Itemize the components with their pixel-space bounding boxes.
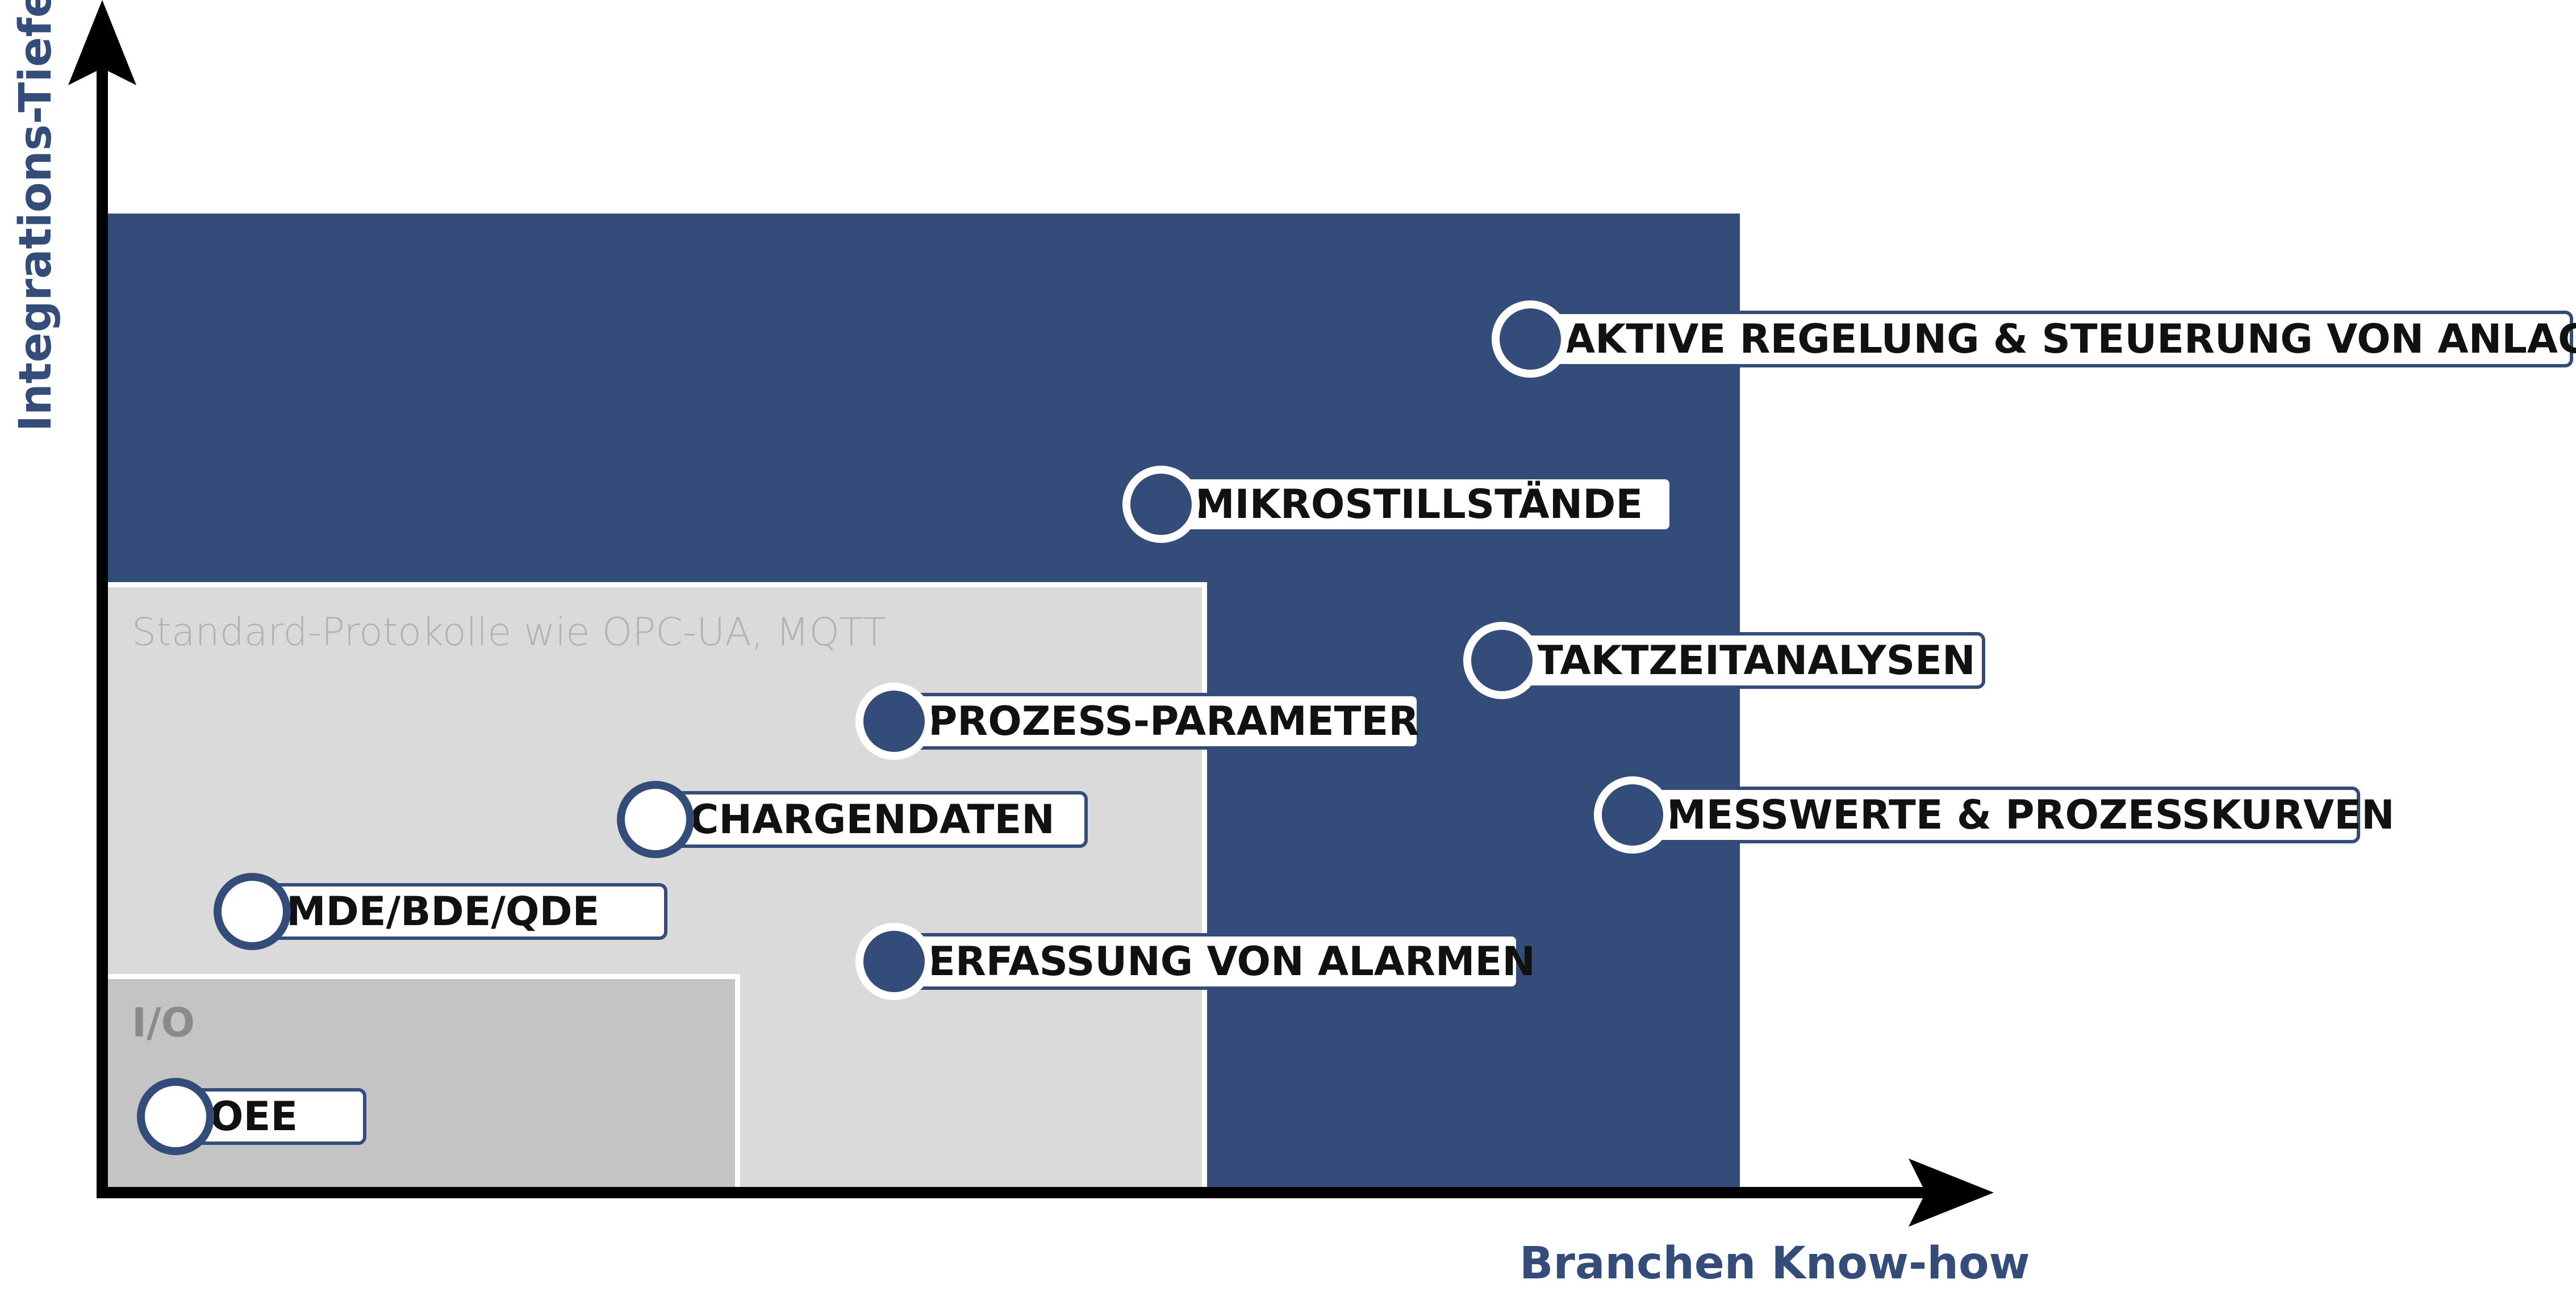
node-label: AKTIVE REGELUNG & STEUERUNG VON ANLAGEN: [1500, 311, 2576, 367]
node-label: MESSWERTE & PROZESSKURVEN: [1602, 787, 2395, 843]
y-axis-title: Integrations-Tiefe: [10, 0, 61, 432]
node-circle-icon: [1492, 300, 1569, 378]
io-label: I/O: [132, 1000, 195, 1046]
node-circle-icon: [1463, 622, 1540, 699]
node-circle-icon: [855, 683, 933, 760]
node-circle-icon: [1594, 776, 1671, 854]
node-circle-icon: [855, 923, 933, 1000]
node-circle-icon: [617, 781, 694, 858]
node-circle-icon: [214, 873, 291, 950]
node-label: PROZESS-PARAMETER: [863, 693, 1420, 750]
node-label: CHARGENDATEN: [625, 791, 1088, 848]
node-label: ERFASSUNG VON ALARMEN: [863, 933, 1535, 990]
x-axis-arrow-icon: [1909, 1159, 1994, 1227]
node-label: MDE/BDE/QDE: [222, 883, 667, 940]
node-label: MIKROSTILLSTÄNDE: [1130, 476, 1673, 533]
x-axis-title: Branchen Know-how: [1519, 1238, 2030, 1289]
zone-io: [102, 974, 740, 1187]
node-circle-icon: [137, 1078, 214, 1155]
y-axis-arrow-icon: [68, 0, 136, 85]
node-circle-icon: [1122, 466, 1200, 543]
node-label: TAKTZEITANALYSEN: [1471, 632, 1985, 689]
standard-protocols-label: Standard-Protokolle wie OPC-UA, MQTT: [132, 610, 886, 655]
